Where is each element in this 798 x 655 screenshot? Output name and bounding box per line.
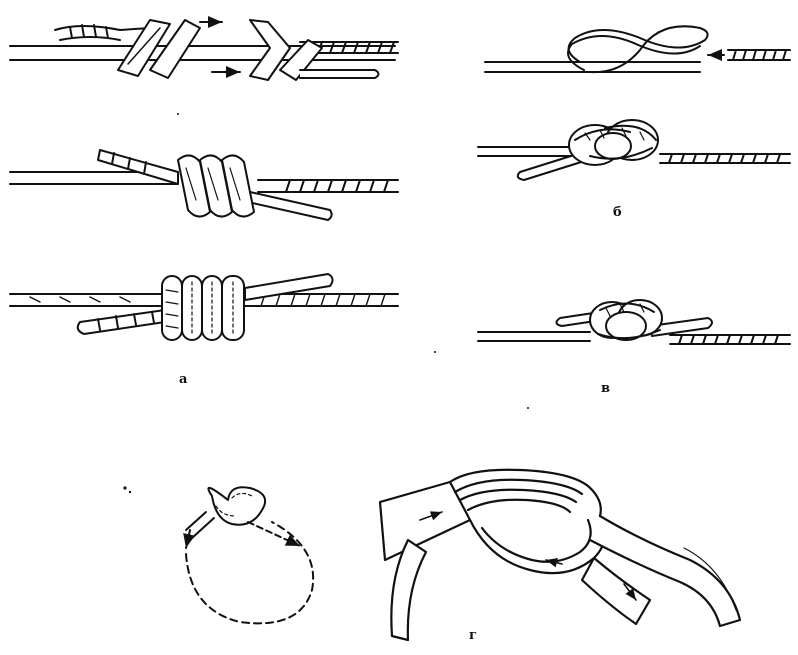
- panel-a: [10, 20, 398, 340]
- panel-b-stage-1: [485, 26, 790, 72]
- panel-label-b: б: [613, 205, 622, 220]
- panel-g-loop: [186, 487, 313, 623]
- panel-b-stage-2: [478, 120, 790, 180]
- panel-label-a: а: [179, 372, 187, 387]
- panel-a-stage-2: [10, 150, 398, 220]
- panel-b-stage-3: [478, 300, 790, 344]
- panel-g-webbing: [380, 470, 740, 640]
- panel-g: [186, 470, 740, 640]
- panel-label-v: в: [601, 381, 610, 396]
- panel-b: [478, 26, 790, 344]
- panel-a-stage-3: [10, 274, 398, 340]
- panel-a-stage-1: [10, 20, 398, 80]
- panel-label-g: г: [469, 628, 477, 643]
